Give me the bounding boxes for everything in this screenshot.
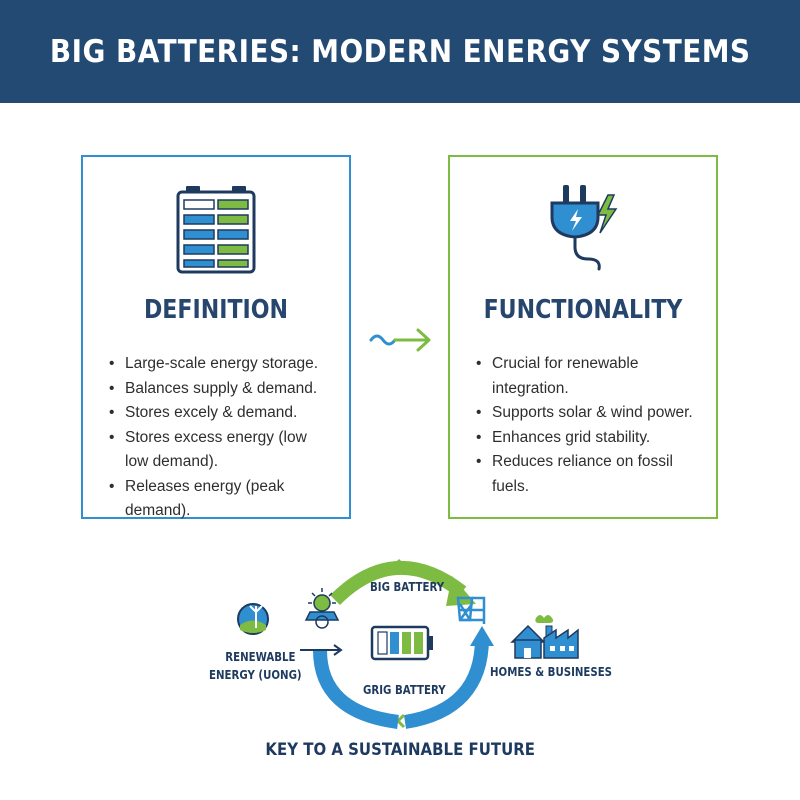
list-item: Reduces reliance on fossil fuels. (472, 450, 706, 499)
homes-businesses-label: HOMES & BUSINESES (490, 665, 613, 679)
list-item: Large-scale energy storage. (105, 352, 339, 377)
grid-battery-label: GRIG BATTERY (363, 683, 446, 697)
renewable-energy-label: RENEWABLE ENERGY (UONG) (209, 648, 302, 684)
electric-plug-icon (550, 185, 618, 271)
list-item: Stores excess energy (low low demand). (105, 426, 325, 475)
definition-card: DEFINITION Large-scale energy storage. B… (81, 155, 351, 519)
footer-tagline-text: KEY TO A SUSTAINABLE FUTURE (265, 740, 535, 760)
list-item: Stores excely & demand. (105, 401, 339, 426)
house-icon (510, 624, 546, 659)
footer-tagline: KEY TO A SUSTAINABLE FUTURE (0, 740, 800, 760)
battery-icon (370, 625, 433, 661)
green-cycle-arc (330, 560, 467, 606)
functionality-list: Crucial for renewable integration. Suppo… (472, 352, 706, 499)
definition-title: DEFINITION (143, 295, 289, 325)
wavy-arrow-icon (369, 328, 431, 352)
chevron-right-icon (396, 558, 407, 574)
header-banner: BIG BATTERIES: MODERN ENERGY SYSTEMS (0, 0, 800, 103)
blue-arrowhead (470, 626, 494, 646)
battery-grid-icon (176, 186, 256, 274)
functionality-title: FUNCTIONALITY (483, 295, 683, 325)
functionality-card: FUNCTIONALITY Crucial for renewable inte… (448, 155, 718, 519)
list-item: Enhances grid stability. (472, 426, 706, 451)
list-item: Balances supply & demand. (105, 377, 339, 402)
page-title: BIG BATTERIES: MODERN ENERGY SYSTEMS (49, 33, 751, 70)
chevron-left-icon (395, 713, 406, 729)
renewable-label-line2: ENERGY (UONG) (209, 668, 302, 682)
list-item: Crucial for renewable integration. (472, 352, 662, 401)
renewable-label-line1: RENEWABLE (225, 650, 296, 664)
wind-globe-icon (237, 603, 269, 635)
definition-list: Large-scale energy storage. Balances sup… (105, 352, 339, 524)
big-battery-label: BIG BATTERY (370, 580, 445, 594)
list-item: Releases energy (peak demand). (105, 475, 339, 524)
blue-cycle-arc-left (313, 649, 399, 729)
factory-icon (535, 615, 579, 659)
transmission-tower-icon (456, 596, 486, 624)
blue-cycle-arc-right (403, 637, 489, 729)
solar-panel-icon (304, 588, 340, 629)
list-item: Supports solar & wind power. (472, 401, 706, 426)
